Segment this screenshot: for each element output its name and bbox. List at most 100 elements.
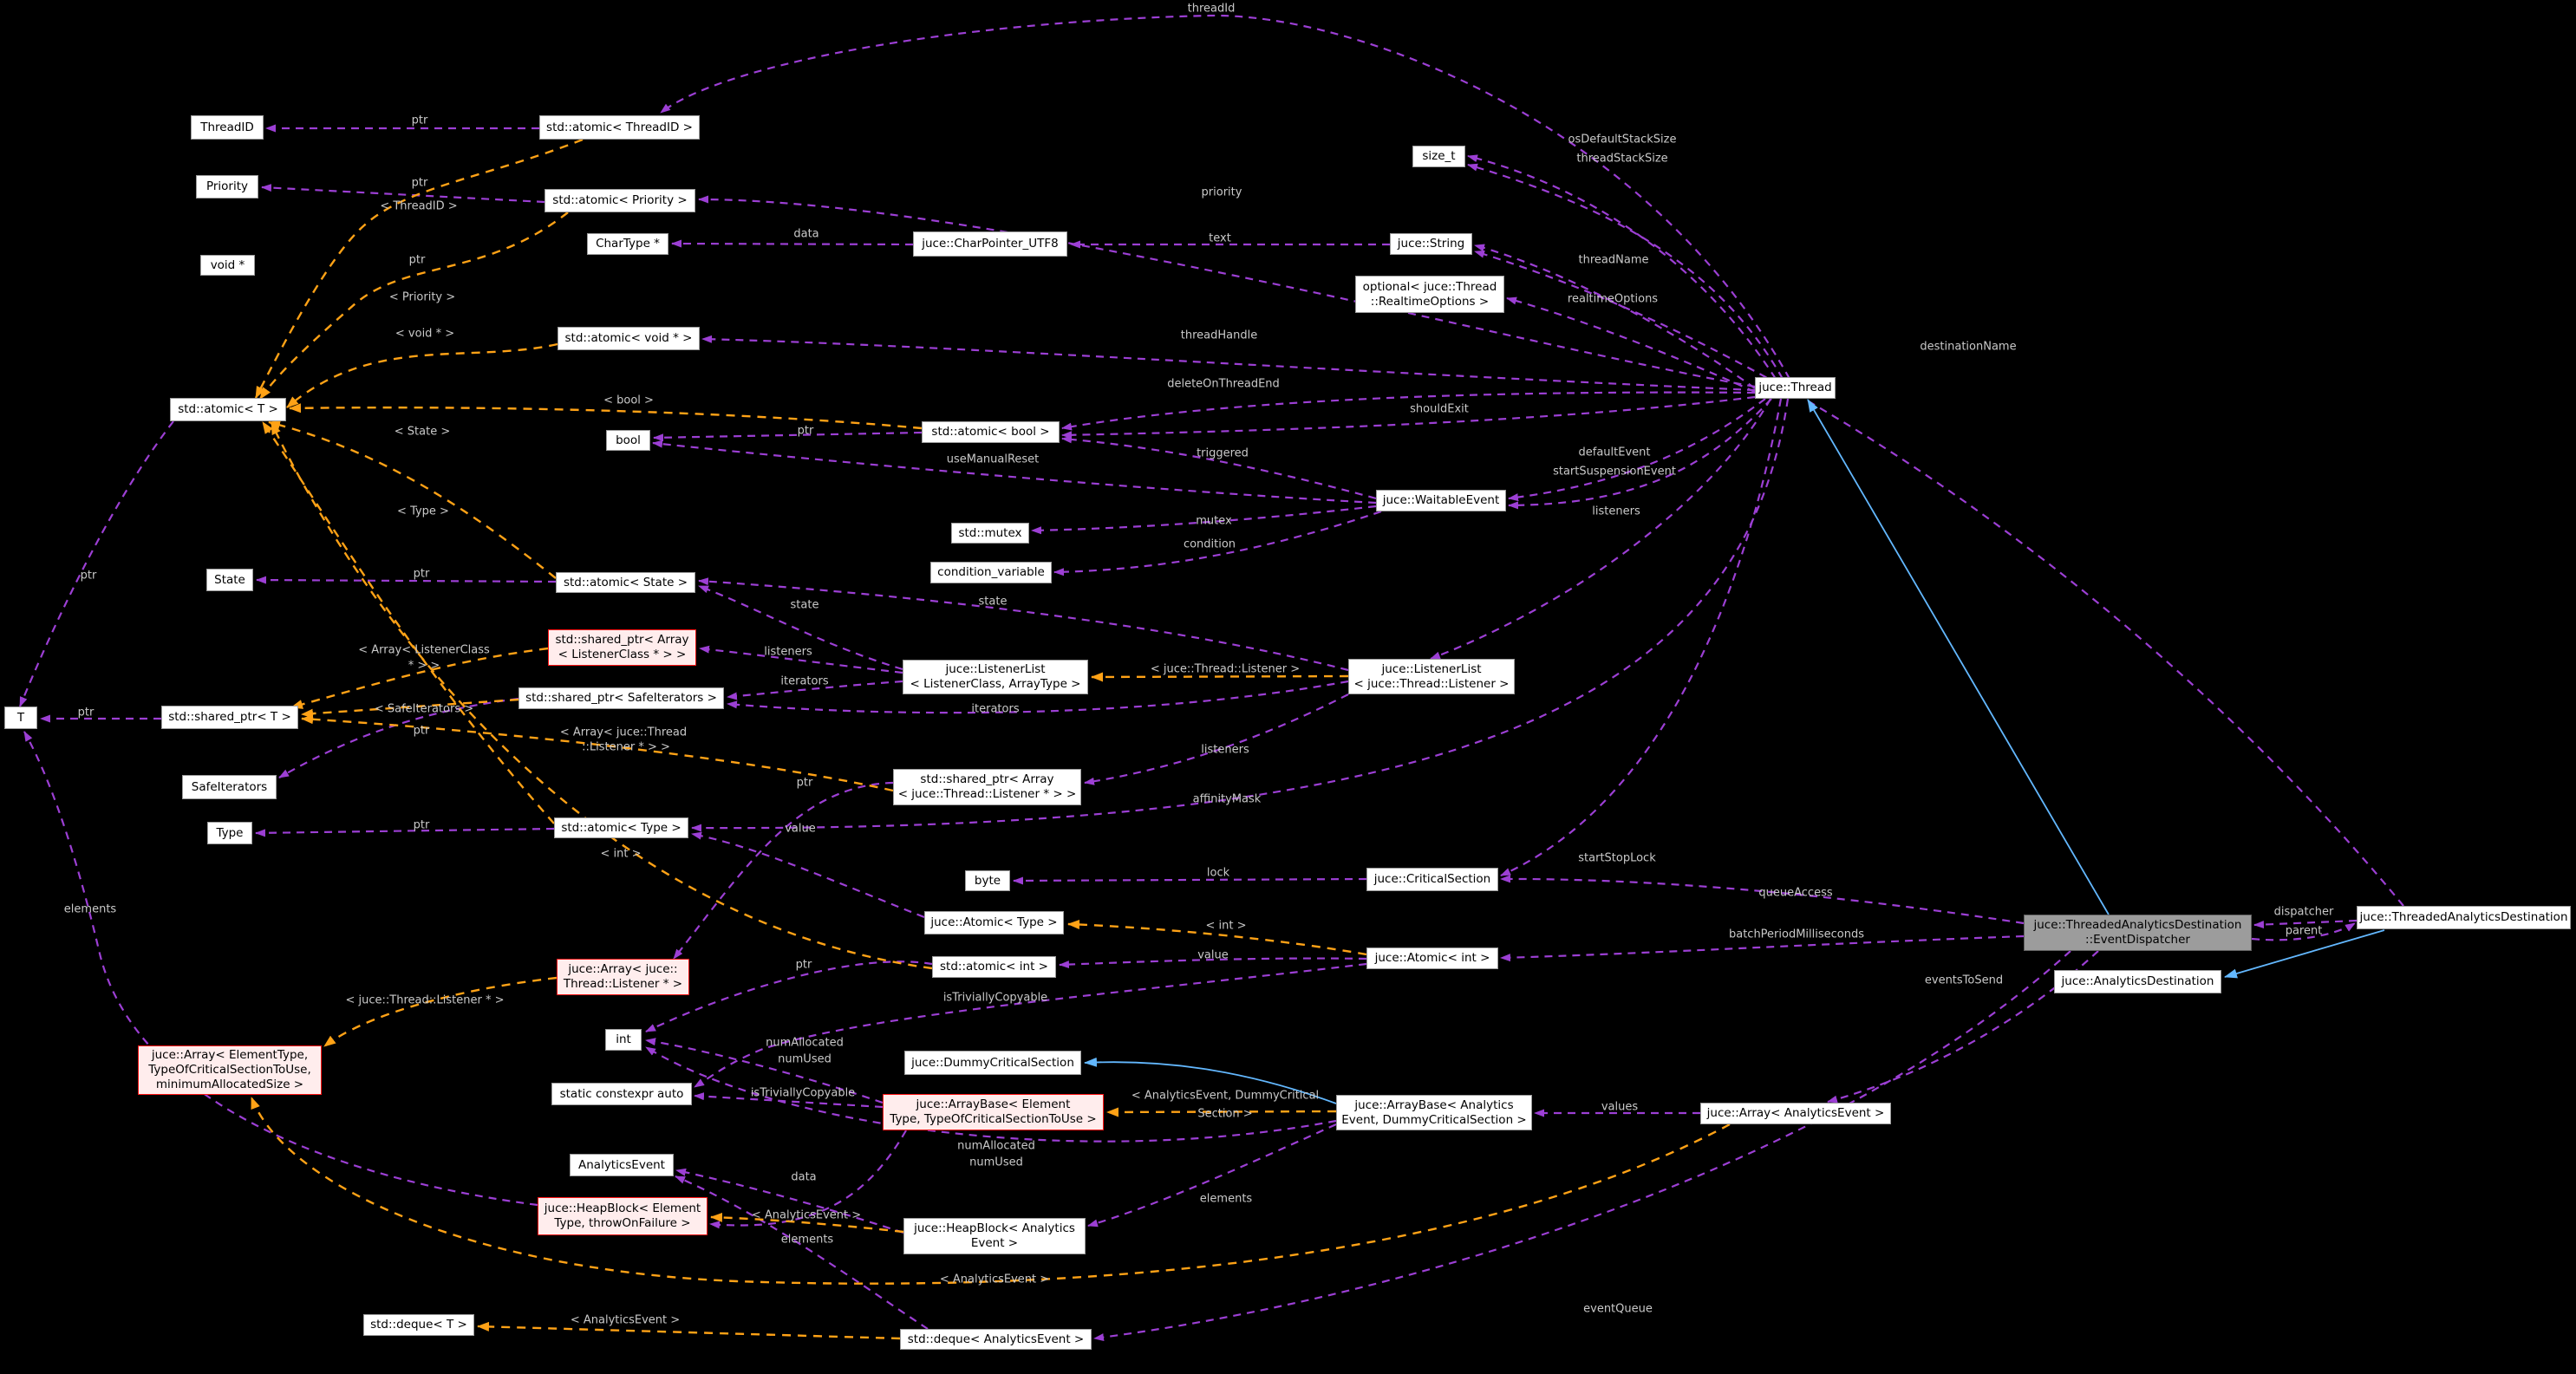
node-array-analyticsevent[interactable]: juce::Array< AnalyticsEvent > (1700, 1103, 1891, 1124)
edge-state-2 (698, 577, 1349, 672)
edge-tmpl-array-lc (290, 647, 549, 709)
edge-elements-left (23, 731, 538, 1207)
edge-numAllocated-2 (645, 1046, 1337, 1143)
edge-tmpl-arraybase (1106, 1107, 1337, 1117)
edge-tmpl-listenerlist (1091, 672, 1349, 682)
edge-ptr-atomic-t (18, 420, 174, 707)
node-atomic-int[interactable]: std::atomic< int > (932, 956, 1056, 978)
node-optional-realtimeoptions[interactable]: optional< juce::Thread ::RealtimeOptions… (1355, 276, 1504, 313)
node-atomic-type[interactable]: std::atomic< Type > (554, 817, 688, 838)
node-listenerlist-thread-listener[interactable]: juce::ListenerList < juce::Thread::Liste… (1348, 659, 1515, 694)
node-void-ptr[interactable]: void * (200, 255, 255, 276)
edge-condition (1053, 510, 1382, 576)
edge-ptr-int (645, 960, 933, 1032)
edge-numAllocated-1 (645, 1038, 884, 1104)
edge-shouldExit (1061, 395, 1756, 440)
edge-threadId (660, 14, 1790, 380)
edge-deque-analyticsevent-elem (675, 1175, 929, 1330)
edge-tmpl-type (262, 421, 555, 824)
node-atomic-threadid[interactable]: std::atomic< ThreadID > (539, 115, 700, 140)
node-analytics-destination[interactable]: juce::AnalyticsDestination (2054, 970, 2221, 993)
node-chartype[interactable]: CharType * (587, 233, 668, 255)
node-threaded-analytics-destination[interactable]: juce::ThreadedAnalyticsDestination (2357, 906, 2571, 929)
node-shared-ptr-t[interactable]: std::shared_ptr< T > (161, 706, 298, 729)
node-std-mutex[interactable]: std::mutex (951, 523, 1029, 544)
node-arraybase-analyticsevent[interactable]: juce::ArrayBase< Analytics Event, DummyC… (1336, 1095, 1532, 1130)
edge-dispatcher (2253, 919, 2358, 929)
node-deque-t[interactable]: std::deque< T > (363, 1314, 474, 1336)
node-arraybase-template[interactable]: juce::ArrayBase< Element Type, TypeOfCri… (883, 1094, 1104, 1130)
edge-realtimeOptions (1506, 296, 1756, 394)
edge-ptr-state (256, 576, 557, 584)
node-byte-type[interactable]: byte (965, 870, 1010, 891)
node-charpointer-utf8[interactable]: juce::CharPointer_UTF8 (913, 231, 1067, 257)
node-critical-section[interactable]: juce::CriticalSection (1366, 868, 1498, 891)
edge-tmpl-array-2 (250, 1097, 1731, 1285)
node-atomic-voidptr[interactable]: std::atomic< void * > (558, 327, 700, 350)
edge-queueAccess (1500, 875, 2025, 925)
node-bool-type[interactable]: bool (606, 430, 650, 451)
node-type-type[interactable]: Type (207, 822, 252, 844)
node-dummy-critical-section[interactable]: juce::DummyCriticalSection (904, 1051, 1081, 1075)
node-atomic-state[interactable]: std::atomic< State > (556, 572, 695, 593)
edge-tmpl-heapblock (710, 1212, 904, 1234)
node-atomic-priority[interactable]: std::atomic< Priority > (545, 189, 695, 212)
edge-tmpl-safeiterators (301, 698, 519, 719)
edge-startStopLock (1500, 398, 1783, 877)
edge-iterators-1 (727, 680, 903, 700)
edge-osDefaultStackSize (1467, 154, 1777, 380)
node-atomic-t[interactable]: std::atomic< T > (170, 398, 286, 421)
node-waitable-event[interactable]: juce::WaitableEvent (1376, 490, 1506, 511)
node-shared-ptr-array-listenerclass[interactable]: std::shared_ptr< Array < ListenerClass *… (548, 629, 696, 666)
node-threadid-type[interactable]: ThreadID (191, 115, 264, 140)
edge-value-type (691, 831, 925, 919)
edge-startSuspensionEvent (1508, 398, 1772, 510)
node-state-type[interactable]: State (206, 569, 253, 591)
edge-ptr-priority (261, 184, 545, 204)
node-event-dispatcher[interactable]: juce::ThreadedAnalyticsDestination ::Eve… (2024, 915, 2252, 951)
edge-priority (698, 195, 1756, 388)
edge-tmpl-state (268, 420, 557, 579)
edge-mutex (1031, 505, 1377, 535)
edge-data-heapblock (675, 1168, 904, 1234)
node-heapblock-analyticsevent[interactable]: juce::HeapBlock< Analytics Event > (903, 1218, 1086, 1254)
edge-deleteOnThreadEnd (1061, 391, 1756, 431)
node-size-t[interactable]: size_t (1412, 146, 1465, 167)
edge-inherit-analyticsdestination (2224, 929, 2385, 979)
node-juce-string[interactable]: juce::String (1390, 233, 1472, 255)
node-juce-atomic-type[interactable]: juce::Atomic< Type > (924, 911, 1064, 934)
node-deque-analyticsevent[interactable]: std::deque< AnalyticsEvent > (900, 1329, 1092, 1350)
node-int-type[interactable]: int (605, 1029, 642, 1051)
node-array-thread-listener[interactable]: juce::Array< juce:: Thread::Listener * > (557, 959, 689, 995)
node-array-template[interactable]: juce::Array< ElementType, TypeOfCritical… (138, 1045, 322, 1095)
edge-tmpl-array-tl (301, 714, 894, 792)
edge-defaultEvent (1508, 398, 1766, 502)
edge-parent (2251, 922, 2356, 941)
node-shared-ptr-safeiterators[interactable]: std::shared_ptr< SafeIterators > (518, 687, 724, 709)
edge-listeners-tl (1084, 694, 1349, 785)
node-safeiterators[interactable]: SafeIterators (182, 775, 277, 799)
node-priority-type[interactable]: Priority (196, 175, 258, 199)
node-juce-atomic-int[interactable]: juce::Atomic< int > (1366, 947, 1498, 969)
node-condition-variable[interactable]: condition_variable (930, 562, 1052, 583)
edge-tmpl-deque (477, 1321, 901, 1340)
node-shared-ptr-array-thread-listener[interactable]: std::shared_ptr< Array < juce::Thread::L… (893, 769, 1081, 805)
edge-triggered (1061, 435, 1377, 500)
node-analyticsevent[interactable]: AnalyticsEvent (570, 1154, 674, 1176)
edge-ptr-type (255, 827, 555, 837)
node-t-type[interactable]: T (4, 707, 37, 729)
node-atomic-bool[interactable]: std::atomic< bool > (922, 421, 1060, 443)
edge-iterators-2 (727, 680, 1349, 714)
edge-isTriviallyCopyable-1 (694, 962, 1367, 1088)
node-heapblock-template[interactable]: juce::HeapBlock< Element Type, throwOnFa… (538, 1197, 708, 1235)
edge-tmpl-bool (289, 403, 923, 430)
edge-elements-t (709, 1130, 907, 1229)
edge-ptr-safeiterators (278, 697, 519, 778)
node-static-constexpr-auto[interactable]: static constexpr auto (551, 1083, 692, 1105)
edge-threadHandle (701, 335, 1756, 392)
edge-tmpl-juce-atomic (1067, 919, 1367, 956)
edge-destinationName (1474, 250, 2404, 907)
node-juce-thread[interactable]: juce::Thread (1755, 377, 1836, 399)
node-listenerlist-template[interactable]: juce::ListenerList < ListenerClass, Arra… (903, 660, 1088, 694)
